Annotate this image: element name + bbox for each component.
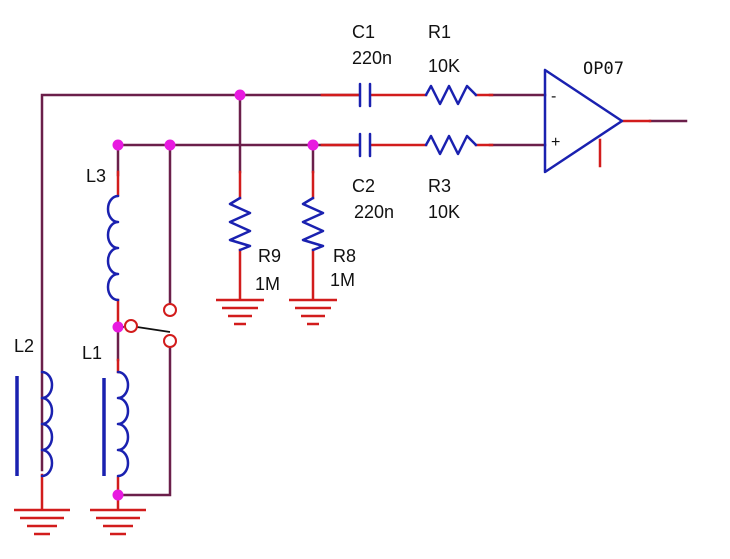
junction-dot: [307, 139, 319, 151]
resistor-r9: [228, 196, 252, 252]
ground-l2: [14, 508, 70, 536]
switch-contact-left: [124, 319, 138, 333]
resistor-r8: [301, 196, 325, 252]
op-amp-triangle: [543, 68, 624, 174]
label-pin-plus: +: [551, 134, 560, 151]
label-opamp: OP07: [583, 59, 624, 79]
switch-contact-bottom: [163, 334, 177, 348]
op-amp: [543, 68, 624, 174]
label-c1-ref: C1: [352, 22, 375, 42]
label-c1-value: 220n: [352, 48, 392, 68]
wires: [40, 93, 688, 497]
label-r8-ref: R8: [333, 246, 356, 266]
junction-dot: [112, 489, 124, 501]
capacitor-c1: [358, 82, 372, 108]
label-r9-value: 1M: [255, 274, 280, 294]
leads: [40, 93, 652, 510]
label-r3-ref: R3: [428, 176, 451, 196]
label-l3: L3: [86, 166, 106, 186]
label-pin-minus: -: [551, 88, 556, 105]
switch-blade: [136, 326, 171, 333]
inductor-l3: [106, 194, 120, 302]
label-r1-value: 10K: [428, 56, 460, 76]
wire-top-rail: [40, 93, 360, 472]
inductor-l1: [116, 370, 130, 478]
resistor-r3: [424, 134, 478, 156]
label-l2: L2: [14, 336, 34, 356]
junction-dot: [164, 139, 176, 151]
wire-second-rail: [116, 143, 360, 177]
resistor-r1: [424, 84, 478, 106]
label-r8-value: 1M: [330, 270, 355, 290]
label-c2-value: 220n: [354, 202, 394, 222]
capacitor-c2: [358, 132, 372, 158]
label-r3-value: 10K: [428, 202, 460, 222]
label-c2-ref: C2: [352, 176, 375, 196]
ground-r8: [289, 298, 337, 326]
label-l1: L1: [82, 343, 102, 363]
label-r1-ref: R1: [428, 22, 451, 42]
junction-dot: [112, 321, 124, 333]
switch: [118, 303, 177, 348]
ground-r9: [216, 298, 264, 326]
ground-l1: [90, 508, 146, 536]
junction-dot: [234, 89, 246, 101]
label-r9-ref: R9: [258, 246, 281, 266]
inductor-l2: [40, 370, 54, 478]
junction-dot: [112, 139, 124, 151]
switch-contact-top: [163, 303, 177, 317]
wire-switch-return: [116, 346, 172, 497]
